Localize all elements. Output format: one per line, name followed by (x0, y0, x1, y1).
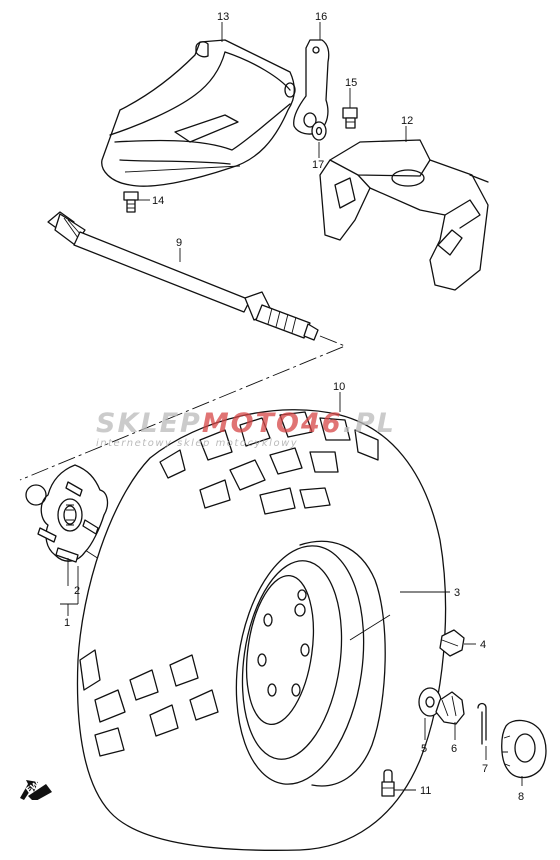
ref-10: 10 (333, 381, 345, 393)
stay-washer-drawing (311, 121, 327, 141)
tire-drawing (76, 409, 447, 851)
leader-lines (60, 22, 523, 791)
ref-12: 12 (401, 115, 413, 127)
guard-bolt-drawing (123, 191, 139, 213)
ref-9: 9 (176, 237, 182, 249)
valve-drawing (381, 769, 395, 797)
wheel-nut-drawing (439, 629, 465, 657)
ref-11: 11 (420, 785, 431, 797)
drive-shaft-drawing (47, 211, 319, 341)
ref-1: 1 (64, 617, 70, 629)
ref-14: 14 (152, 195, 164, 207)
hub-cap-drawing (501, 719, 547, 779)
hub-drawing (25, 464, 109, 563)
ref-2: 2 (74, 585, 80, 597)
forward-arrow-icon (20, 780, 52, 800)
ref-3: 3 (454, 587, 460, 599)
ref-4: 4 (480, 639, 486, 651)
ref-7: 7 (482, 763, 488, 775)
ref-8: 8 (518, 791, 524, 803)
cotter-pin-drawing (477, 702, 487, 745)
ref-6: 6 (451, 743, 457, 755)
ref-15: 15 (345, 77, 357, 89)
ref-13: 13 (217, 11, 229, 23)
castle-nut-drawing (435, 691, 465, 725)
ref-5: 5 (421, 743, 427, 755)
ref-17: 17 (312, 159, 324, 171)
bracket-bolt-drawing (342, 107, 358, 129)
reference-numbers: 13 16 15 12 17 14 9 10 3 4 2 1 5 6 7 8 1… (64, 11, 524, 803)
stay-plate-drawing (293, 39, 330, 135)
mud-guard-drawing (101, 39, 296, 187)
ref-16: 16 (315, 11, 327, 23)
watermark-brand: SKLEPMOTO46.PL (96, 408, 396, 439)
bracket-drawing (319, 139, 489, 291)
watermark-tagline: internetowy sklep motocyklowy (96, 438, 299, 449)
